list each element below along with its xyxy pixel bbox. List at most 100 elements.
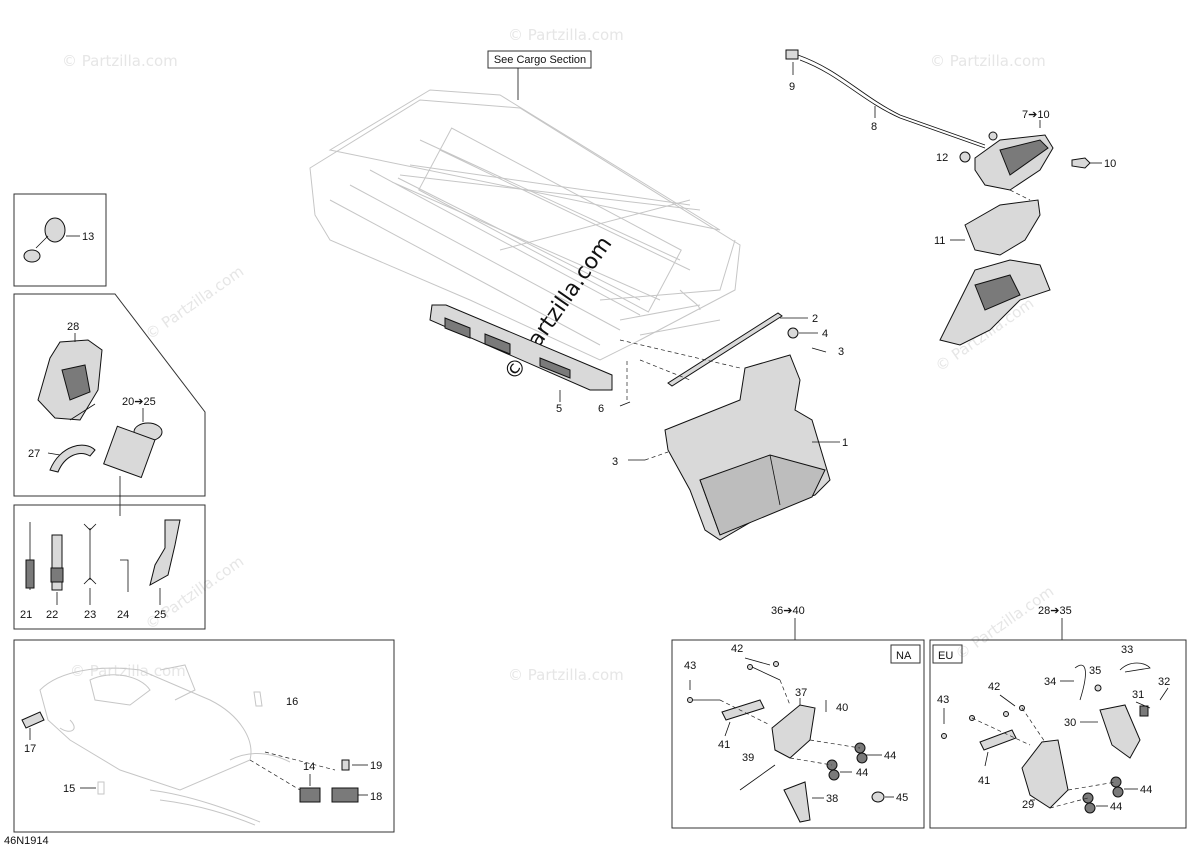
callout-41[interactable]: 41 — [718, 739, 730, 751]
part-30-hook[interactable]: 30 — [1064, 704, 1141, 759]
part-21-screwdriver[interactable]: 21 — [20, 522, 35, 621]
callout-30[interactable]: 30 — [1064, 717, 1076, 729]
part-22-socket[interactable]: 22 — [46, 534, 64, 621]
part-19-clip[interactable]: 19 — [341, 759, 382, 772]
callout-27[interactable]: 27 — [28, 448, 40, 460]
part-35-nut[interactable]: 35 — [1089, 665, 1102, 692]
callout-1[interactable]: 1 — [842, 437, 848, 449]
callout-38[interactable]: 38 — [826, 793, 838, 805]
callout-34[interactable]: 34 — [1044, 676, 1056, 688]
callout-45[interactable]: 45 — [896, 792, 908, 804]
callout-13[interactable]: 13 — [82, 231, 94, 243]
part-32-pin[interactable]: 32 — [1158, 676, 1170, 701]
callout-6[interactable]: 6 — [598, 403, 604, 415]
callout-33[interactable]: 33 — [1121, 644, 1133, 656]
callout-44[interactable]: 44 — [1140, 784, 1152, 796]
callout-20-25[interactable]: 20➔25 — [122, 396, 156, 408]
callout-7-10[interactable]: 7➔10 — [1022, 109, 1050, 121]
callout-29[interactable]: 29 — [1022, 799, 1034, 811]
callout-15[interactable]: 15 — [63, 783, 75, 795]
callout-11[interactable]: 11 — [934, 235, 945, 247]
callout-43[interactable]: 43 — [684, 660, 696, 672]
part-5-flap[interactable]: 5 — [429, 304, 613, 415]
part-41-plate[interactable]: 41 — [978, 729, 1017, 787]
part-11-housing[interactable]: 11 — [934, 199, 1051, 346]
watermark: © Partzilla.com — [70, 662, 186, 680]
callout-10[interactable]: 10 — [1104, 158, 1116, 170]
part-44-nuts[interactable]: 44 44 — [826, 742, 896, 781]
callout-28[interactable]: 28 — [67, 321, 79, 333]
part-43-bolt[interactable]: 43 — [684, 660, 720, 703]
callout-32[interactable]: 32 — [1158, 676, 1170, 688]
part-42-bolt[interactable]: 42 — [731, 643, 781, 681]
callout-19[interactable]: 19 — [370, 760, 382, 772]
callout-18[interactable]: 18 — [370, 791, 382, 803]
part-31-spring[interactable]: 31 — [1132, 689, 1151, 717]
callout-41[interactable]: 41 — [978, 775, 990, 787]
callout-17[interactable]: 17 — [24, 743, 36, 755]
callout-5[interactable]: 5 — [556, 403, 562, 415]
part-6[interactable]: 6 — [598, 360, 631, 415]
part-38-clip[interactable]: 38 — [783, 781, 838, 823]
callout-8[interactable]: 8 — [871, 121, 877, 133]
callout-23[interactable]: 23 — [84, 609, 96, 621]
part-33-clip[interactable]: 33 — [1119, 644, 1151, 673]
callout-44[interactable]: 44 — [1110, 801, 1122, 813]
part-17-decal[interactable]: 17 — [21, 711, 45, 755]
callout-16[interactable]: 16 — [286, 696, 298, 708]
callout-42[interactable]: 42 — [988, 681, 1000, 693]
callout-24[interactable]: 24 — [117, 609, 129, 621]
callout-22[interactable]: 22 — [46, 609, 58, 621]
part-23-wrench[interactable]: 23 — [83, 523, 97, 621]
part-20-25-tool-roll[interactable]: 20➔25 — [103, 396, 163, 479]
tail-light-assembly[interactable]: 7➔10 12 10 — [936, 109, 1116, 191]
part-13-mirror[interactable]: 13 — [23, 217, 94, 263]
part-4-washer[interactable]: 4 — [787, 327, 828, 340]
part-45-cap[interactable]: 45 — [871, 791, 908, 804]
part-42-bolt[interactable]: 42 — [988, 681, 1025, 717]
part-27-strap[interactable]: 27 — [28, 444, 96, 473]
part-14-plate[interactable]: 14 — [299, 761, 321, 803]
part-40-pin[interactable]: 40 — [825, 700, 848, 714]
callout-3[interactable]: 3 — [612, 456, 618, 468]
callout-14[interactable]: 14 — [303, 761, 315, 773]
callout-44[interactable]: 44 — [884, 750, 896, 762]
part-25-spring-tool[interactable]: 25 — [149, 519, 181, 621]
callout-42[interactable]: 42 — [731, 643, 743, 655]
callout-21[interactable]: 21 — [20, 609, 32, 621]
callout-4[interactable]: 4 — [822, 328, 828, 340]
callout-2[interactable]: 2 — [812, 313, 818, 325]
part-16-decal[interactable]: 16 — [253, 691, 298, 708]
part-29-bracket[interactable]: 29 — [1021, 739, 1069, 811]
panel-eu-hitch: 28➔35 EU 43 42 41 29 — [929, 605, 1187, 829]
callout-3[interactable]: 3 — [838, 346, 844, 358]
callout-25[interactable]: 25 — [154, 609, 166, 621]
part-15-decal[interactable]: 15 — [63, 781, 105, 795]
callout-31[interactable]: 31 — [1132, 689, 1144, 701]
callout-9[interactable]: 9 — [789, 81, 795, 93]
part-24-hex-key[interactable]: 24 — [117, 559, 129, 621]
part-2-strip[interactable]: 2 — [667, 312, 818, 387]
part-18-plate[interactable]: 18 — [331, 787, 382, 803]
part-28-bag[interactable]: 28 — [37, 321, 103, 421]
part-41-plate[interactable]: 41 — [718, 699, 765, 751]
part-1-mudguard[interactable]: 1 — [664, 354, 848, 541]
callout-44[interactable]: 44 — [856, 767, 868, 779]
callout-36-40[interactable]: 36➔40 — [771, 605, 805, 617]
callout-12[interactable]: 12 — [936, 152, 948, 164]
cargo-reference[interactable]: See Cargo Section — [487, 50, 592, 100]
callout-39[interactable]: 39 — [742, 752, 754, 764]
part-3-screw[interactable]: 3 — [612, 451, 669, 468]
callout-37[interactable]: 37 — [795, 687, 807, 699]
part-34-cable[interactable]: 34 — [1044, 664, 1086, 701]
part-44-nuts[interactable]: 44 44 — [1082, 776, 1152, 814]
callout-43[interactable]: 43 — [937, 694, 949, 706]
part-37-bracket[interactable]: 37 — [771, 687, 816, 759]
part-3-screw[interactable]: 3 — [811, 346, 844, 358]
callout-35[interactable]: 35 — [1089, 665, 1101, 677]
callout-28-35[interactable]: 28➔35 — [1038, 605, 1072, 617]
part-43-bolt[interactable]: 43 — [937, 694, 975, 739]
tail-light-wiring[interactable]: 9 8 — [785, 49, 986, 149]
part-39-rod[interactable]: 39 — [739, 752, 776, 791]
callout-40[interactable]: 40 — [836, 702, 848, 714]
